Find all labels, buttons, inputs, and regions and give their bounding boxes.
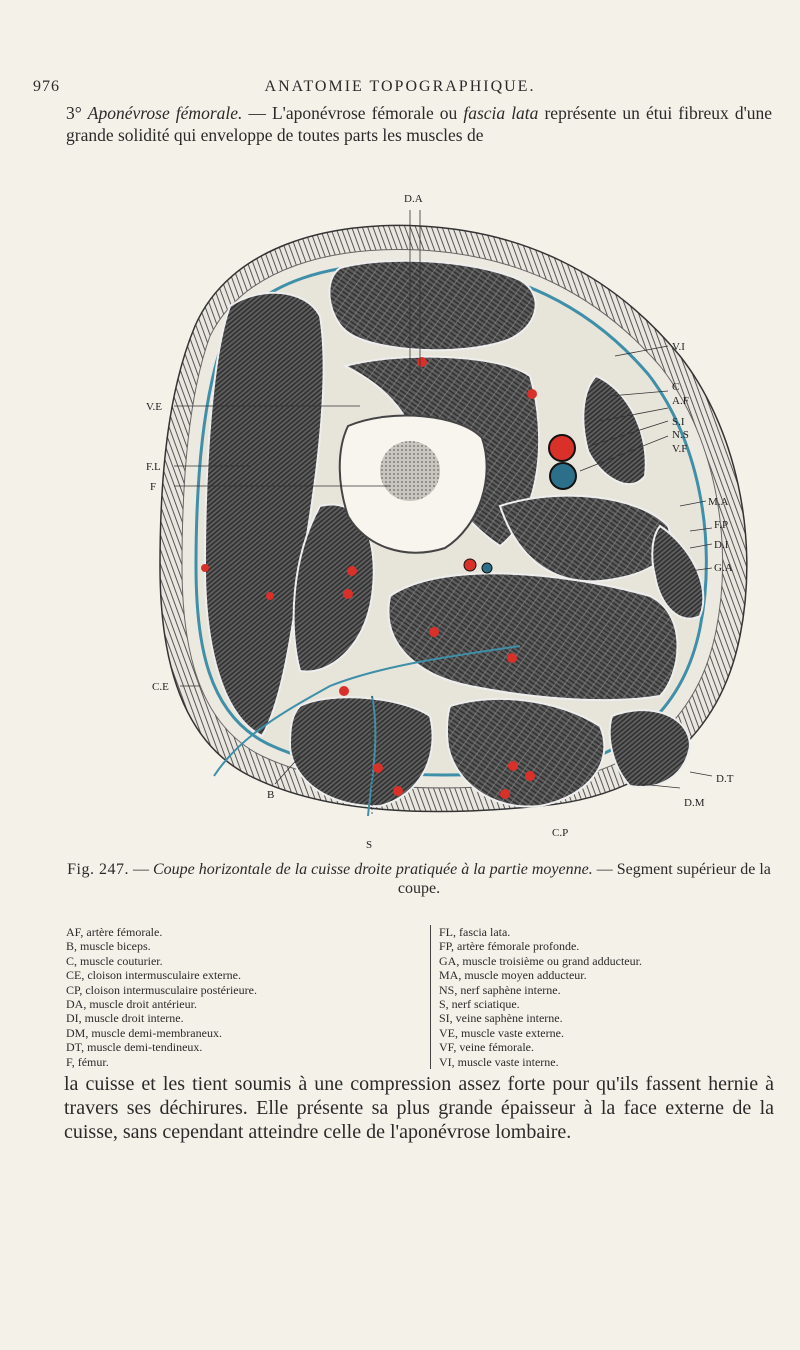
muscle-droit-anterieur [328, 259, 537, 352]
running-head: 976 ANATOMIE TOPOGRAPHIQUE. [0, 78, 800, 102]
label-DI: D.I [714, 539, 729, 551]
vessel-small [525, 771, 535, 781]
figure-caption: Fig. 247. — Coupe horizontale de la cuis… [66, 860, 772, 898]
legend-item: GA, muscle troisième ou grand adducteur. [439, 953, 642, 968]
muscle-grand-adducteur [387, 572, 679, 702]
label-VE: V.E [146, 401, 162, 413]
legend-item: DT, muscle demi-tendineux. [66, 1040, 203, 1055]
legend-item: NS, nerf saphène interne. [439, 982, 561, 997]
legend-item: VF, veine fémorale. [439, 1040, 535, 1055]
vessel-small [347, 566, 357, 576]
figure-number: Fig. 247. [67, 861, 129, 878]
label-C: C [672, 381, 679, 393]
label-GA: G.A [714, 562, 733, 574]
muscle-couturier [582, 374, 647, 486]
legend-item: DM, muscle demi-membraneux. [66, 1025, 222, 1040]
label-FL: F.L [146, 461, 161, 473]
vessel-small [266, 592, 274, 600]
vessel-small [507, 653, 517, 663]
label-NS: N.S [672, 429, 689, 441]
legend-item: MA, muscle moyen adducteur. [439, 968, 587, 983]
legend-item: FP, artère fémorale profonde. [439, 939, 580, 954]
label-F: F [150, 481, 156, 493]
artere-femorale-profonde [463, 558, 477, 572]
muscle-demi-tendineux [445, 697, 606, 808]
section-heading: Aponévrose fémorale. [87, 103, 243, 123]
running-title: ANATOMIE TOPOGRAPHIQUE. [264, 78, 536, 95]
label-VI: V.I [672, 341, 685, 353]
label-CP: C.P [552, 827, 568, 839]
legend-item: DI, muscle droit interne. [66, 1011, 184, 1026]
label-DT: D.T [716, 773, 734, 785]
caption-dash: — [128, 861, 153, 878]
caption-title: Coupe horizontale de la cuisse droite pr… [152, 861, 593, 878]
vessel-small [527, 389, 537, 399]
legend-item: CE, cloison intermusculaire externe. [66, 968, 241, 983]
label-S: S [366, 839, 372, 851]
legend-item: B, muscle biceps. [66, 939, 151, 954]
vessel-small [343, 589, 353, 599]
figure-thigh-cross-section: D.A V.I C A.F S.I N.S V.F M.A F.P D.I G.… [0, 176, 800, 856]
intro-term: fascia lata [463, 103, 539, 123]
vessel-small [393, 786, 403, 796]
label-VF: V.F [672, 443, 687, 455]
label-B: B [267, 789, 274, 801]
intro-text-before: — L'aponévrose fémorale ou [242, 103, 464, 123]
legend-item: CP, cloison intermusculaire postérieure. [66, 982, 257, 997]
vessel-small [339, 686, 349, 696]
legend-item: FL, fascia lata. [439, 925, 511, 939]
legend-item: S, nerf sciatique. [439, 997, 520, 1012]
legend-right-column: FL, fascia lata. FP, artère fémorale pro… [430, 925, 779, 1070]
intro-paragraph: 3° Aponévrose fémorale. — L'aponévrose f… [66, 102, 772, 146]
cross-section-illustration: D.A V.I C A.F S.I N.S V.F M.A F.P D.I G.… [146, 193, 748, 851]
label-SI: S.I [672, 416, 685, 428]
vessel-small [201, 564, 209, 572]
vessel-small [508, 761, 518, 771]
muscle-biceps [288, 696, 434, 808]
legend-item: F, fémur. [66, 1054, 109, 1069]
section-number: 3° [66, 103, 82, 123]
label-DM: D.M [684, 797, 705, 809]
femur-marrow [380, 441, 440, 501]
vessel-small [500, 789, 510, 799]
label-DA: D.A [404, 193, 423, 205]
legend-item: AF, artère fémorale. [66, 925, 163, 939]
legend-item: VE, muscle vaste externe. [439, 1025, 564, 1040]
veine-femorale [549, 462, 577, 490]
leader-lines [174, 210, 713, 816]
legend-left-column: AF, artère fémorale. B, muscle biceps. C… [66, 925, 416, 1069]
intro-text-after: représente un étui fibreux d'une grande … [66, 103, 772, 145]
label-FP: F.P [714, 519, 728, 531]
label-AF: A.F [672, 395, 689, 407]
vessel-small [373, 763, 383, 773]
cloison-intermusculaire-externe [213, 645, 521, 777]
cloison-intermusculaire-posterieure [367, 695, 377, 817]
closing-paragraph: la cuisse et les tient soumis à une comp… [64, 1073, 774, 1143]
vessel-small [429, 627, 439, 637]
legend-item: DA, muscle droit antérieur. [66, 997, 197, 1012]
caption-subtitle: — Segment supérieur de la coupe. [397, 861, 771, 897]
legend-item: C, muscle couturier. [66, 953, 163, 968]
muscle-vaste-externe [203, 291, 325, 738]
vessel-small [417, 357, 427, 367]
page-number: 976 [33, 78, 60, 95]
legend-item: SI, veine saphène interne. [439, 1011, 563, 1026]
muscle-demi-membraneux [608, 709, 692, 788]
muscle-droit-interne [651, 524, 705, 620]
artere-femorale [548, 434, 576, 462]
veine-femorale-profonde [481, 562, 493, 574]
label-CE: C.E [152, 681, 169, 693]
label-MA: M.A [708, 496, 729, 508]
legend-item: VI, muscle vaste interne. [439, 1054, 559, 1069]
